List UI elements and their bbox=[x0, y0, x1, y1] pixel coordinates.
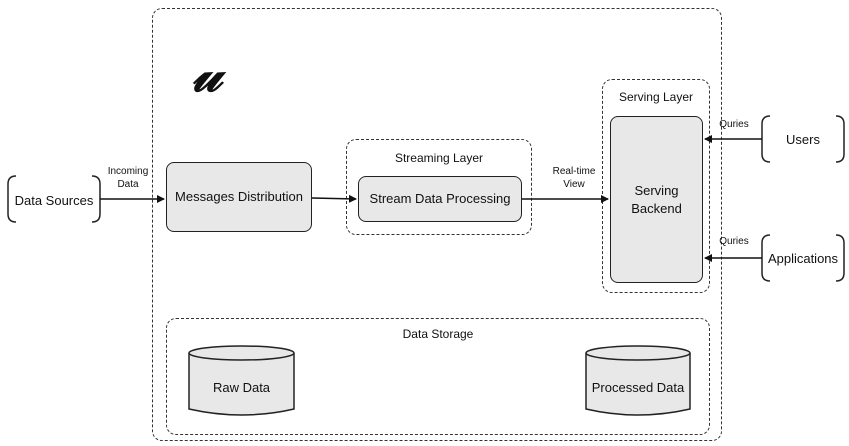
incoming-data-label: Incoming Data bbox=[107, 166, 149, 190]
queries-users-label: Quries bbox=[719, 119, 749, 130]
data-sources-node: Data Sources bbox=[10, 178, 98, 222]
applications-node: Applications bbox=[762, 236, 844, 281]
stream-data-processing-label: Stream Data Processing bbox=[369, 191, 511, 207]
data-storage-group bbox=[166, 318, 710, 435]
realtime-view-label: Real-time View bbox=[552, 166, 596, 190]
raw-data-label: Raw Data bbox=[212, 380, 271, 395]
system-boundary bbox=[152, 8, 722, 441]
serving-backend-box: Serving Backend bbox=[610, 116, 703, 283]
users-node: Users bbox=[762, 117, 844, 162]
stream-data-processing-box: Stream Data Processing bbox=[358, 176, 522, 222]
processed-data-label: Processed Data bbox=[591, 380, 685, 395]
queries-apps-label: Quries bbox=[719, 236, 749, 247]
messages-distribution-label: Messages Distribution bbox=[175, 189, 303, 205]
data-storage-title: Data Storage bbox=[402, 327, 474, 341]
serving-backend-label: Serving Backend bbox=[631, 182, 682, 216]
streaming-layer-group bbox=[346, 139, 532, 235]
applications-label: Applications bbox=[767, 251, 839, 266]
data-sources-label: Data Sources bbox=[14, 192, 94, 208]
logo: 𝓊 bbox=[192, 43, 222, 104]
streaming-layer-title: Streaming Layer bbox=[394, 151, 484, 165]
messages-distribution-box: Messages Distribution bbox=[166, 162, 312, 232]
serving-layer-group bbox=[602, 79, 710, 293]
users-label: Users bbox=[786, 132, 820, 147]
serving-layer-title: Serving Layer bbox=[618, 90, 694, 104]
